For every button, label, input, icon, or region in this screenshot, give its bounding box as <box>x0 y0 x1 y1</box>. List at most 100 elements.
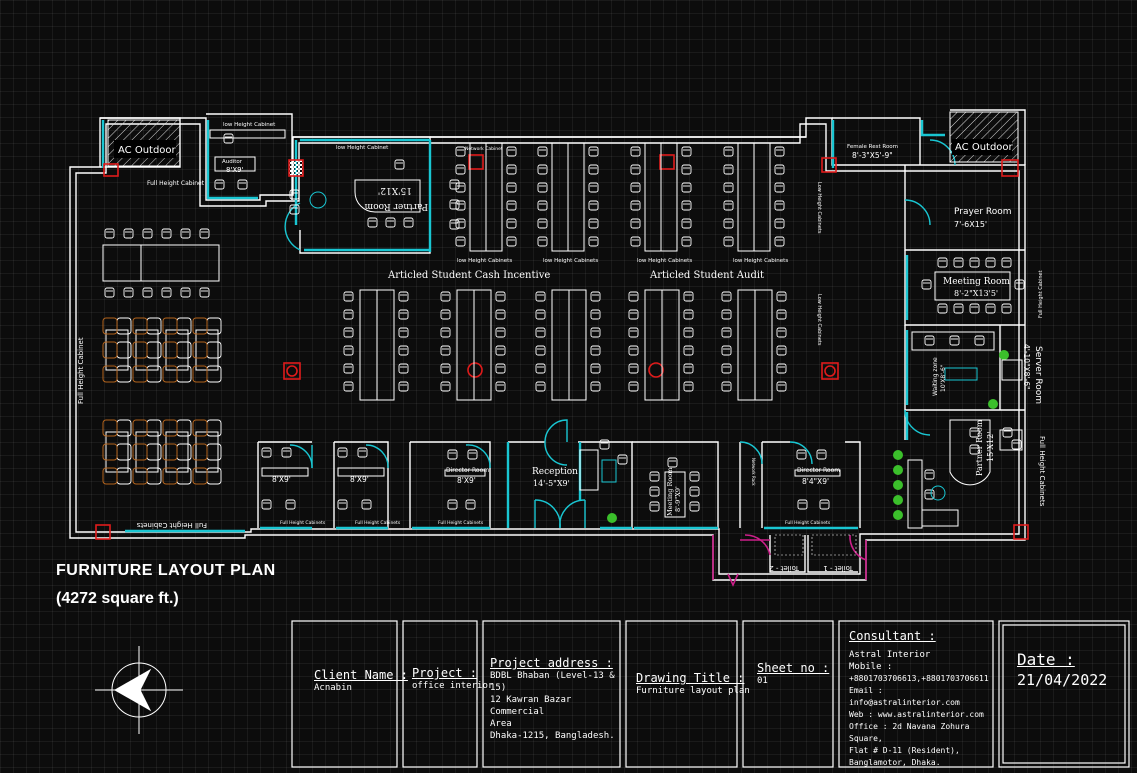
meeting-room-2-label: Meeting Room <box>666 468 674 516</box>
chair <box>774 164 785 175</box>
chair <box>361 499 372 510</box>
partner-room-2-label: Partner Room <box>975 419 984 476</box>
chair <box>630 164 641 175</box>
director-room-2-size: 8'4"X9' <box>802 477 829 486</box>
chair <box>683 327 694 338</box>
chair <box>455 236 466 247</box>
chair <box>681 218 692 229</box>
chair <box>367 217 378 228</box>
chair <box>796 449 807 460</box>
prayer-room-label: Prayer Room <box>954 207 1012 217</box>
wood-chair <box>102 467 118 485</box>
office-chair <box>206 443 222 461</box>
office-chair <box>116 341 132 359</box>
chair <box>180 228 191 239</box>
sheet-cell: Sheet no : 01 <box>757 661 829 687</box>
address-label: Project address : <box>490 656 613 670</box>
low-cab-top-left-label: low Height Cabinet <box>223 122 276 128</box>
chair <box>937 303 948 314</box>
workstation-chairs <box>104 133 1025 512</box>
cabin-size-1: 8'X9' <box>272 475 291 484</box>
chair <box>398 309 409 320</box>
consultant-line-1: Astral Interior <box>849 650 931 660</box>
chair <box>535 327 546 338</box>
chair <box>1014 279 1025 290</box>
chair <box>628 327 639 338</box>
chair <box>721 309 732 320</box>
chair <box>343 291 354 302</box>
chair <box>535 381 546 392</box>
chair <box>953 257 964 268</box>
wood-chair <box>192 419 208 437</box>
chair <box>797 499 808 510</box>
office-chair <box>206 467 222 485</box>
office-chair <box>206 317 222 335</box>
chair <box>776 327 787 338</box>
date-cell: Date : 21/04/2022 <box>1017 650 1107 689</box>
chair <box>630 236 641 247</box>
chair <box>819 499 830 510</box>
sheet-label: Sheet no : <box>757 661 830 675</box>
chair <box>599 439 610 450</box>
chair <box>590 327 601 338</box>
address-line-3: Area <box>490 719 512 729</box>
meeting-room-1-size: 8'-2"X13'5' <box>954 289 998 298</box>
chair <box>588 200 599 211</box>
chair <box>403 217 414 228</box>
wood-chair <box>132 317 148 335</box>
full-cab-cabin-2: Full Height Cabinets <box>355 520 401 526</box>
plant <box>988 399 998 409</box>
office-chair <box>176 365 192 383</box>
full-cab-right-label: Full Height Cabinets <box>1038 436 1046 507</box>
chair <box>506 218 517 229</box>
chair <box>506 164 517 175</box>
plants <box>607 350 1009 523</box>
chair <box>630 218 641 229</box>
date-label: Date : <box>1017 650 1075 669</box>
chair <box>774 182 785 193</box>
low-cab-row-3: low Height Cabinets <box>637 258 692 264</box>
plan-area: (4272 square ft.) <box>56 590 179 607</box>
chair <box>440 345 451 356</box>
chair <box>974 335 985 346</box>
drawing-cell: Drawing Title : Furniture layout plan <box>636 671 750 697</box>
chair <box>689 486 700 497</box>
wood-chair <box>132 365 148 383</box>
ac-outdoor-left-label: AC Outdoor <box>118 145 177 156</box>
chair <box>142 228 153 239</box>
chair <box>289 189 300 200</box>
full-cab-cabin-1: Full Height Cabinets <box>280 520 326 526</box>
chair <box>385 217 396 228</box>
server-room-label: Server Room <box>1033 346 1043 404</box>
chair <box>506 200 517 211</box>
chair <box>723 218 734 229</box>
chair <box>590 363 601 374</box>
cubicle-chairs <box>102 317 208 485</box>
full-cab-right-small: Full Height Cabinet <box>1038 270 1044 318</box>
articled-audit-label: Articled Student Audit <box>649 270 764 281</box>
address-cell: Project address : BDBL Bhaban (Level-13 … <box>490 656 620 742</box>
office-chair <box>146 317 162 335</box>
date-value: 21/04/2022 <box>1017 671 1108 689</box>
wood-chair <box>192 341 208 359</box>
articled-cash-label: Articled Student Cash Incentive <box>387 270 550 281</box>
chair <box>261 499 272 510</box>
wood-chair <box>192 365 208 383</box>
ac-outdoor-right-label: AC Outdoor <box>955 142 1014 153</box>
consultant-line-4: +8801703706613,+8801703706611 <box>849 674 989 683</box>
network-rack-label: Network Rack <box>751 458 756 486</box>
chair <box>537 182 548 193</box>
chair <box>774 146 785 157</box>
full-cab-bottom-label: Full Height Cabinets <box>136 521 207 529</box>
consultant-line-3: Mobile : <box>849 662 893 672</box>
chair <box>723 236 734 247</box>
chair <box>337 499 348 510</box>
plant <box>893 465 903 475</box>
chair <box>161 228 172 239</box>
chair <box>590 345 601 356</box>
cabin-size-2: 8'X9' <box>350 475 369 484</box>
chair <box>440 327 451 338</box>
chair <box>774 218 785 229</box>
